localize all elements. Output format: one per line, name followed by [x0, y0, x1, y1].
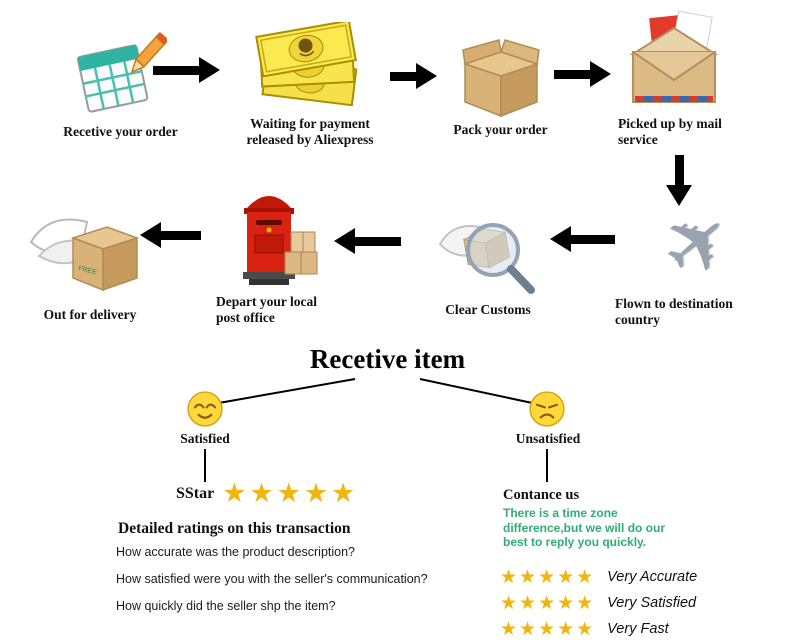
sstar-rating: SStar ★★★★★: [176, 480, 358, 507]
five-stars-icon: ★★★★★: [500, 591, 596, 614]
receive-item-title: Recetive item: [309, 344, 466, 374]
timezone-note: There is a time zone difference,but we w…: [503, 506, 666, 550]
svg-text:FREE: FREE: [78, 265, 98, 276]
step-label: Out for delivery: [43, 307, 137, 322]
unsatisfied-label: Unsatisfied: [515, 431, 581, 446]
arrow-left-icon: [550, 226, 615, 252]
postbox-icon: [231, 186, 323, 290]
rating-label-satisfied: Very Satisfied: [607, 595, 697, 611]
arrow-right-icon: [554, 61, 611, 87]
question-communication: How satisfied were you with the seller's…: [116, 572, 428, 586]
parcel-box-icon: [455, 38, 547, 118]
step-label: Picked up by mail service: [618, 116, 722, 147]
rating-row: ★★★★★ Very Fast: [500, 616, 697, 642]
step-waiting-payment: Waiting for payment released by Aliexpre…: [225, 22, 395, 147]
airplane-icon: ✈: [641, 186, 753, 301]
branch-lines: [212, 378, 538, 405]
unsatisfied-face-icon: [528, 390, 566, 428]
step-label: Pack your order: [453, 122, 548, 137]
magnifier-box-icon: [436, 208, 541, 298]
step-receive-order: Recetive your order: [48, 28, 193, 140]
five-stars-icon: ★★★★★: [222, 478, 359, 509]
question-accuracy: How accurate was the product description…: [116, 545, 356, 559]
arrow-right-icon: [153, 57, 220, 83]
step-clear-customs: Clear Customs: [424, 208, 552, 318]
step-label: Waiting for payment released by Aliexpre…: [246, 116, 374, 147]
step-label: Flown to destination country: [615, 296, 733, 327]
rating-row: ★★★★★ Very Accurate: [500, 564, 697, 590]
calendar-pencil-icon: [75, 28, 167, 120]
rating-row: ★★★★★ Very Satisfied: [500, 590, 697, 616]
rating-label-accurate: Very Accurate: [607, 569, 698, 585]
five-stars-icon: ★★★★★: [500, 617, 596, 640]
arrow-down-icon: [666, 155, 692, 206]
step-label: Depart your local post office: [216, 294, 317, 325]
winged-box-icon: FREE: [29, 206, 151, 303]
step-picked-up: Picked up by mail service: [618, 8, 730, 147]
satisfied-face-icon: [186, 390, 224, 428]
step-post-office: Depart your local post office: [216, 186, 338, 325]
connector-line: [546, 449, 548, 482]
money-bills-icon: [251, 22, 369, 112]
detailed-ratings-heading: Detailed ratings on this transaction: [118, 520, 351, 537]
step-flown-destination: ✈ Flown to destination country: [615, 186, 780, 327]
step-pack-order: Pack your order: [438, 38, 563, 138]
rating-rows: ★★★★★ Very Accurate ★★★★★ Very Satisfied…: [500, 564, 697, 642]
mail-envelope-icon: [625, 8, 723, 112]
step-out-for-delivery: FREE Out for delivery: [20, 206, 160, 323]
rating-label-fast: Very Fast: [607, 621, 669, 637]
rating-questions: How accurate was the product description…: [116, 545, 428, 626]
arrow-right-icon: [390, 63, 437, 89]
five-stars-icon: ★★★★★: [500, 565, 596, 588]
satisfied-label: Satisfied: [180, 431, 230, 446]
arrow-left-icon: [334, 228, 401, 254]
step-label: Recetive your order: [63, 124, 178, 139]
step-label: Clear Customs: [445, 302, 531, 317]
arrow-left-icon: [140, 222, 201, 248]
contact-us-heading: Contance us: [503, 487, 580, 503]
question-shipping-speed: How quickly did the seller shp the item?: [116, 599, 336, 613]
sstar-label: SStar: [176, 484, 215, 502]
connector-line: [204, 449, 206, 482]
